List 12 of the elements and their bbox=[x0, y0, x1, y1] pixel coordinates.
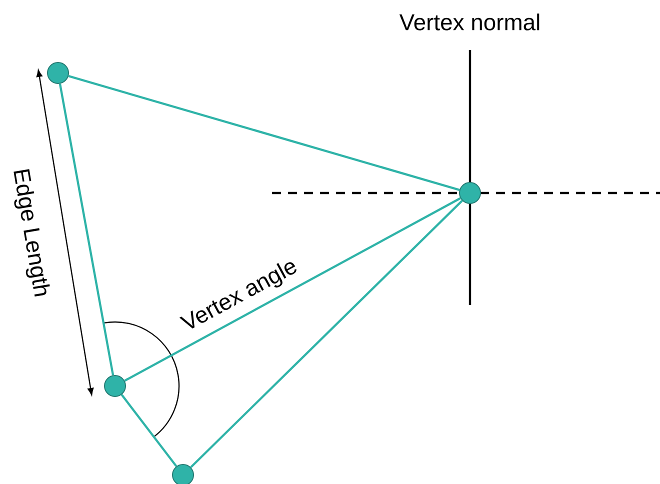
mesh-edge bbox=[190, 200, 463, 468]
vertex-dot bbox=[104, 374, 126, 397]
vertex-dot bbox=[172, 464, 194, 484]
mesh-edge bbox=[58, 84, 114, 376]
mesh-edge bbox=[120, 394, 178, 467]
text-label: Vertex normal bbox=[399, 14, 540, 30]
vertex-dot bbox=[47, 62, 69, 84]
vertex-dot bbox=[459, 182, 481, 204]
mesh-edge bbox=[124, 197, 461, 382]
text-label: Edge Length bbox=[14, 169, 50, 297]
text-label: Vertex angle bbox=[179, 262, 296, 328]
mesh-edge bbox=[68, 75, 460, 191]
